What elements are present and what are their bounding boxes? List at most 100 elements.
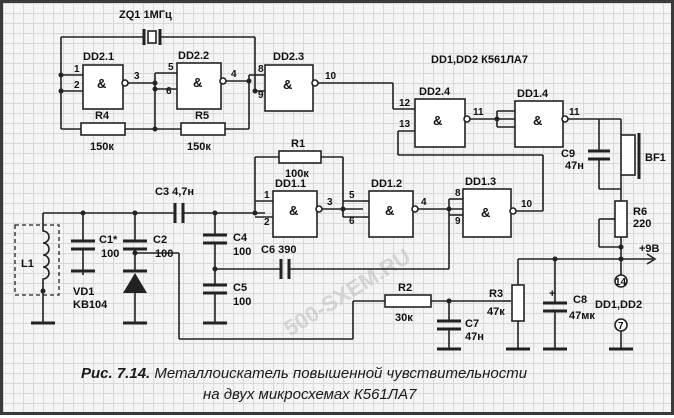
svg-text:100к: 100к xyxy=(285,168,309,180)
svg-text:150к: 150к xyxy=(187,141,211,153)
svg-text:&: & xyxy=(433,113,442,128)
svg-text:BF1: BF1 xyxy=(645,152,666,164)
svg-text:3: 3 xyxy=(327,197,333,208)
gate-dd1-3 xyxy=(462,188,512,238)
svg-text:47н: 47н xyxy=(565,160,584,172)
svg-text:8: 8 xyxy=(258,64,264,75)
svg-text:&: & xyxy=(481,205,490,220)
svg-text:100: 100 xyxy=(233,246,251,258)
svg-text:DD2.4: DD2.4 xyxy=(419,86,451,98)
svg-text:10: 10 xyxy=(325,71,337,82)
resistor-r1 xyxy=(278,150,322,164)
svg-text:&: & xyxy=(97,76,106,91)
gate-dd2-1 xyxy=(82,64,124,110)
svg-text:100: 100 xyxy=(233,296,251,308)
svg-text:KB104: KB104 xyxy=(73,299,108,311)
gate-dd1-2 xyxy=(368,190,414,238)
svg-text:C7: C7 xyxy=(465,318,479,330)
svg-text:47н: 47н xyxy=(465,331,484,343)
svg-text:14: 14 xyxy=(615,277,627,288)
coil-l1-box xyxy=(14,224,60,296)
varicap-vd1 xyxy=(123,273,147,293)
svg-text:VD1: VD1 xyxy=(73,286,94,298)
svg-text:&: & xyxy=(533,113,542,128)
resistor-r5 xyxy=(180,122,226,136)
svg-text:L1: L1 xyxy=(21,258,34,270)
svg-text:10: 10 xyxy=(521,199,533,210)
svg-text:2: 2 xyxy=(264,217,270,228)
gate-dd2-3 xyxy=(264,64,314,112)
svg-text:DD1.1: DD1.1 xyxy=(275,178,306,190)
svg-text:11: 11 xyxy=(569,107,580,118)
svg-text:DD1,DD2: DD1,DD2 xyxy=(595,299,642,311)
svg-text:1: 1 xyxy=(264,190,270,201)
svg-text:47мк: 47мк xyxy=(569,310,595,322)
resistor-r4 xyxy=(80,122,126,136)
svg-text:3: 3 xyxy=(134,71,140,82)
svg-text:100: 100 xyxy=(155,248,173,260)
svg-text:C3 4,7н: C3 4,7н xyxy=(155,186,194,198)
svg-text:100: 100 xyxy=(101,248,119,260)
coil-l1 xyxy=(42,213,50,289)
svg-text:9: 9 xyxy=(455,216,461,227)
svg-text:R3: R3 xyxy=(489,288,503,300)
gate-dd2-4 xyxy=(414,98,466,148)
svg-text:DD1.4: DD1.4 xyxy=(517,88,549,100)
resistor-r6 xyxy=(614,200,628,238)
svg-text:5: 5 xyxy=(168,62,174,73)
resistor-r3 xyxy=(511,284,525,322)
svg-text:4: 4 xyxy=(231,69,237,80)
circuit-diagram: 500-SXEM.RU ZQ1 1МГц & DD2.1 1 2 3 R4 15… xyxy=(14,9,666,403)
svg-text:2: 2 xyxy=(74,80,80,91)
watermark: 500-SXEM.RU xyxy=(279,243,415,341)
svg-text:C8: C8 xyxy=(573,294,587,306)
svg-text:C6 390: C6 390 xyxy=(261,244,296,256)
svg-text:220: 220 xyxy=(633,218,651,230)
svg-text:R5: R5 xyxy=(195,110,209,122)
svg-text:4: 4 xyxy=(421,197,427,208)
buzzer-bf1 xyxy=(620,134,636,176)
svg-text:C1*: C1* xyxy=(99,234,118,246)
svg-text:150к: 150к xyxy=(90,141,114,153)
svg-text:&: & xyxy=(193,75,202,90)
svg-text:&: & xyxy=(385,203,394,218)
svg-text:30к: 30к xyxy=(395,312,413,324)
svg-text:9: 9 xyxy=(258,90,264,101)
svg-text:R4: R4 xyxy=(95,110,110,122)
svg-text:C9: C9 xyxy=(561,148,575,160)
svg-text:+: + xyxy=(549,288,555,300)
svg-text:R1: R1 xyxy=(291,138,305,150)
resistor-r2 xyxy=(384,294,432,308)
svg-text:DD2.1: DD2.1 xyxy=(83,51,114,63)
svg-text:C5: C5 xyxy=(233,282,247,294)
svg-text:&: & xyxy=(289,203,298,218)
svg-text:12: 12 xyxy=(399,98,411,109)
svg-text:DD1.2: DD1.2 xyxy=(371,178,402,190)
svg-text:C2: C2 xyxy=(153,234,167,246)
svg-text:6: 6 xyxy=(166,86,172,97)
svg-text:13: 13 xyxy=(399,119,411,130)
svg-text:8: 8 xyxy=(455,188,461,199)
svg-text:47к: 47к xyxy=(487,306,505,318)
svg-text:C4: C4 xyxy=(233,232,248,244)
figure-caption-line1: Рис. 7.14. Металлоискатель повышенной чу… xyxy=(81,365,528,382)
svg-text:R6: R6 xyxy=(633,206,647,218)
crystal-zq1 xyxy=(61,29,255,45)
svg-text:DD2.2: DD2.2 xyxy=(178,50,209,62)
chips-label: DD1,DD2 К561ЛА7 xyxy=(431,54,528,66)
svg-text:6: 6 xyxy=(349,216,355,227)
svg-text:+9В: +9В xyxy=(639,243,660,255)
figure-number: Рис. 7.14. xyxy=(81,365,150,382)
svg-text:1: 1 xyxy=(74,64,80,75)
svg-text:5: 5 xyxy=(349,190,355,201)
gate-dd1-1 xyxy=(272,190,318,238)
gate-dd1-4 xyxy=(514,100,564,148)
svg-text:DD1.3: DD1.3 xyxy=(465,176,496,188)
svg-text:11: 11 xyxy=(473,107,484,118)
svg-text:R2: R2 xyxy=(398,282,412,294)
gate-dd2-2 xyxy=(176,62,222,110)
svg-text:DD2.3: DD2.3 xyxy=(273,51,304,63)
zq1-label: ZQ1 1МГц xyxy=(119,9,172,21)
caption-text-1: Металлоискатель повышенной чувствительно… xyxy=(154,365,527,382)
